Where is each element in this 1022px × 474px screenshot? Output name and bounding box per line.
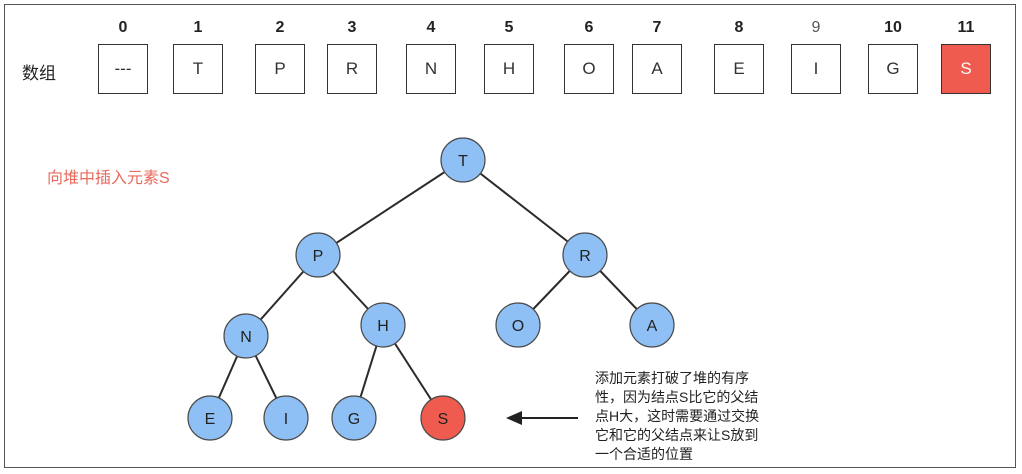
insert-caption: 向堆中插入元素S [47, 170, 170, 187]
explanation-note: 添加元素打破了堆的有序 性，因为结点S比它的父结 点H大，这时需要通过交换 它和… [595, 369, 785, 464]
tree-edge-T-P [317, 159, 464, 256]
tree-edges [209, 159, 653, 419]
tree-node-S: S [420, 395, 466, 441]
tree-node-label: O [512, 318, 524, 335]
note-line: 它和它的父结点来让S放到 [595, 427, 759, 443]
note-line: 性，因为结点S比它的父结 [595, 389, 759, 405]
array-cell-2: P [255, 44, 305, 94]
array-cell-9: I [791, 44, 841, 94]
array-index-5: 5 [504, 19, 514, 36]
tree-node-I: I [263, 395, 309, 441]
note-line: 添加元素打破了堆的有序 [595, 370, 749, 386]
tree-node-circle [420, 395, 466, 441]
tree-node-label: I [284, 411, 288, 428]
tree-node-G: G [331, 395, 377, 441]
tree-node-circle [629, 302, 675, 348]
tree-node-H: H [360, 302, 406, 348]
array-cell-11-highlighted: S [941, 44, 991, 94]
tree-edge-T-R [462, 159, 586, 256]
array-cell-0: --- [98, 44, 148, 94]
tree-node-E: E [187, 395, 233, 441]
array-index-7: 7 [652, 19, 662, 36]
array-index-10: 10 [884, 19, 902, 36]
array-cell-5: H [484, 44, 534, 94]
tree-node-T: T [440, 137, 486, 183]
array-cell-6: O [564, 44, 614, 94]
tree-node-P: P [295, 232, 341, 278]
array-label: 数组 [22, 64, 56, 83]
tree-node-N: N [223, 313, 269, 359]
tree-node-R: R [562, 232, 608, 278]
array-cell-1: T [173, 44, 223, 94]
tree-node-label: R [579, 248, 591, 265]
array-cell-3: R [327, 44, 377, 94]
array-index-11: 11 [957, 19, 975, 36]
tree-node-circle [360, 302, 406, 348]
diagram-frame [4, 4, 1016, 468]
array-cell-4: N [406, 44, 456, 94]
array-index-4: 4 [426, 19, 436, 36]
tree-node-circle [187, 395, 233, 441]
tree-nodes: T P R N H O A E I G S [187, 137, 675, 441]
note-line: 一个合适的位置 [595, 446, 693, 462]
array-cell-10: G [868, 44, 918, 94]
tree-node-circle [562, 232, 608, 278]
tree-node-circle [223, 313, 269, 359]
tree-node-circle [331, 395, 377, 441]
note-line: 点H大，这时需要通过交换 [595, 408, 760, 424]
tree-node-label: E [205, 411, 216, 428]
array-index-0: 0 [118, 19, 128, 36]
tree-node-label: H [377, 318, 389, 335]
tree-node-label: T [458, 153, 468, 170]
array-index-9: 9 [811, 19, 821, 36]
array-index-1: 1 [193, 19, 203, 36]
tree-node-A: A [629, 302, 675, 348]
tree-node-circle [440, 137, 486, 183]
array-index-3: 3 [347, 19, 357, 36]
array-index-8: 8 [734, 19, 744, 36]
tree-node-circle [295, 232, 341, 278]
tree-node-label: S [438, 411, 449, 428]
tree-node-label: N [240, 329, 252, 346]
array-index-2: 2 [275, 19, 285, 36]
array-cell-7: A [632, 44, 682, 94]
tree-node-circle [263, 395, 309, 441]
array-index-6: 6 [584, 19, 594, 36]
tree-node-circle [495, 302, 541, 348]
arrow-left-icon [506, 411, 578, 425]
tree-node-O: O [495, 302, 541, 348]
tree-node-label: A [647, 318, 658, 335]
tree-node-label: G [348, 411, 360, 428]
array-cell-8: E [714, 44, 764, 94]
tree-node-label: P [313, 248, 324, 265]
